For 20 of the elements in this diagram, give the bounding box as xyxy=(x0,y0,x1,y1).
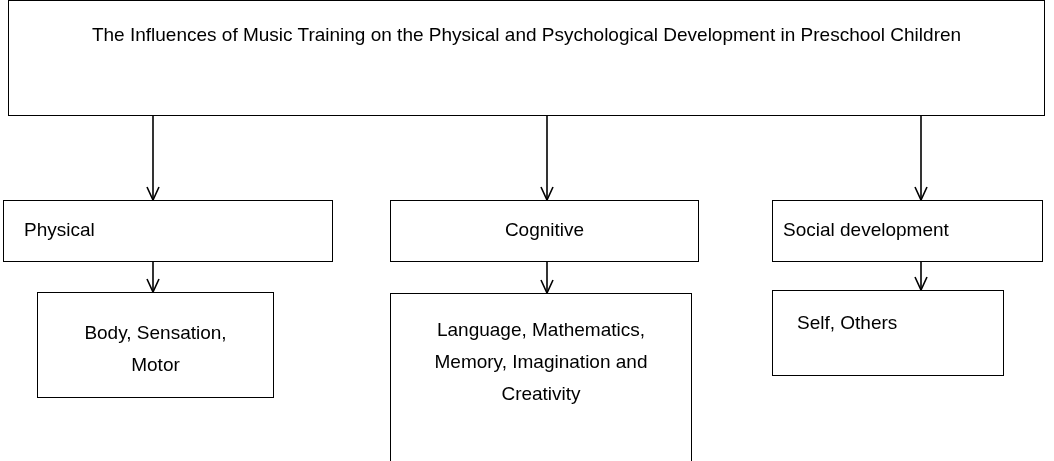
box-label: The Influences of Music Training on the Physical and Psychological Development in Preschool Children xyxy=(90,23,963,47)
box-label: Physical xyxy=(24,218,96,242)
arrow xyxy=(540,115,554,201)
arrow xyxy=(146,115,160,201)
text-box xyxy=(37,292,274,398)
arrow xyxy=(914,261,928,291)
box-label: Cognitive xyxy=(503,218,586,242)
box-label: Social development xyxy=(783,218,950,242)
box-label: Self, Others xyxy=(797,311,899,335)
box-label: Language, Mathematics, Memory, Imagination and Creativity xyxy=(433,318,649,406)
arrow xyxy=(146,261,160,293)
text-box xyxy=(390,293,692,461)
text-box xyxy=(772,290,1004,376)
box-label: Body, Sensation, Motor xyxy=(83,321,228,377)
arrow xyxy=(914,115,928,201)
arrow xyxy=(540,261,554,294)
text-box xyxy=(8,0,1045,116)
text-box xyxy=(772,200,1043,262)
text-box xyxy=(390,200,699,262)
text-box xyxy=(3,200,333,262)
